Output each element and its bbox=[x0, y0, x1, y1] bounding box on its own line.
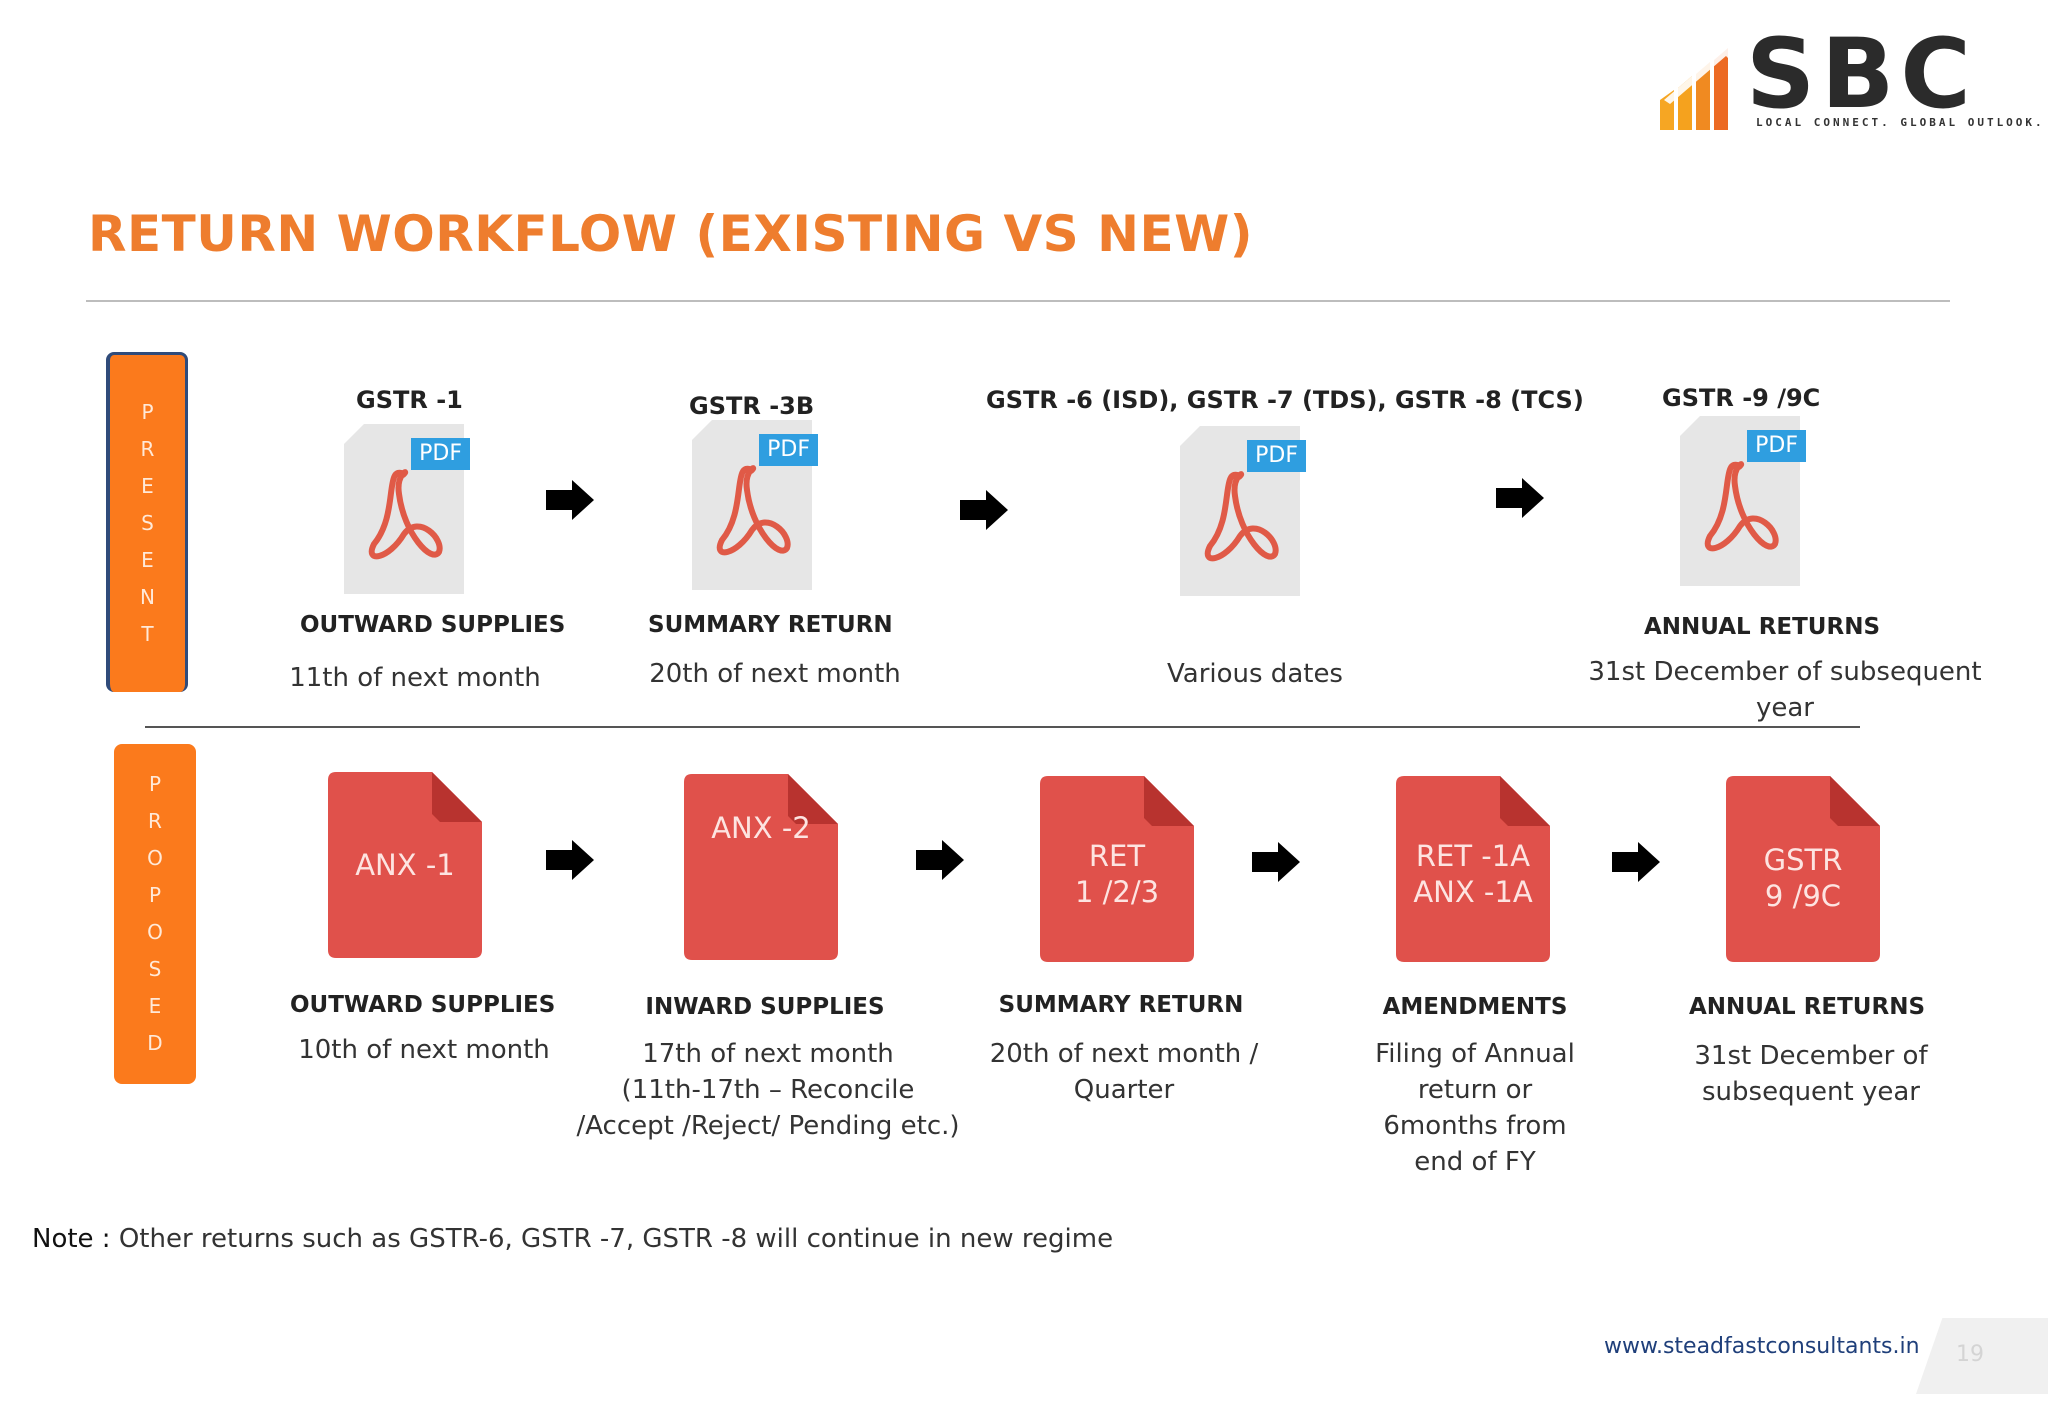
present-step-date: 11th of next month bbox=[289, 663, 541, 693]
present-letter: N bbox=[140, 585, 155, 609]
arrow-right-icon bbox=[546, 480, 594, 520]
footnote: Note : Other returns such as GSTR-6, GST… bbox=[32, 1224, 1113, 1254]
date-line: subsequent year bbox=[1702, 1077, 1920, 1107]
present-form-title: GSTR -9 /9C bbox=[1662, 384, 1821, 412]
pdf-file-icon: PDF bbox=[1180, 426, 1306, 596]
proposed-letter: S bbox=[148, 957, 162, 981]
return-form-icon: ANX -2 bbox=[684, 774, 838, 960]
proposed-step-date: 20th of next month / Quarter bbox=[974, 1036, 1274, 1108]
proposed-step-date: Filing of Annual return or 6months from … bbox=[1330, 1036, 1620, 1180]
present-form-title: GSTR -3B bbox=[689, 392, 815, 420]
proposed-step-date: 17th of next month (11th-17th – Reconcil… bbox=[568, 1036, 968, 1144]
arrow-right-icon bbox=[1612, 842, 1660, 882]
doc-label: RET bbox=[1088, 839, 1146, 873]
present-letter: T bbox=[141, 622, 154, 646]
arrow-right-icon bbox=[916, 840, 964, 880]
proposed-tab: P R O P O S E D bbox=[114, 744, 196, 1084]
present-letter: R bbox=[140, 437, 155, 461]
date-line: return or bbox=[1417, 1075, 1533, 1105]
present-form-title: GSTR -6 (ISD), GSTR -7 (TDS), GSTR -8 (T… bbox=[986, 386, 1584, 414]
proposed-step-heading: ANNUAL RETURNS bbox=[1688, 994, 1926, 1020]
proposed-step-heading: SUMMARY RETURN bbox=[998, 992, 1244, 1018]
doc-label: ANX -2 bbox=[711, 811, 811, 845]
date-line: /Accept /Reject/ Pending etc.) bbox=[576, 1111, 960, 1141]
present-step-heading: SUMMARY RETURN bbox=[648, 612, 893, 638]
title-divider bbox=[86, 300, 1950, 302]
return-form-icon: ANX -1 bbox=[328, 772, 482, 958]
pdf-file-icon: PDF bbox=[692, 420, 818, 590]
present-letter: E bbox=[141, 548, 154, 572]
present-step-date: Various dates bbox=[1167, 659, 1343, 689]
page-number: 19 bbox=[1956, 1342, 1984, 1367]
doc-label: 9 /9C bbox=[1764, 879, 1842, 913]
proposed-letter: O bbox=[147, 920, 163, 944]
present-form-title: GSTR -1 bbox=[356, 386, 463, 414]
present-letter: E bbox=[141, 474, 154, 498]
present-step-date: 20th of next month bbox=[649, 659, 901, 689]
date-line: 6months from bbox=[1383, 1111, 1567, 1141]
date-line: Filing of Annual bbox=[1375, 1039, 1575, 1069]
page-title: RETURN WORKFLOW (EXISTING VS NEW) bbox=[88, 205, 1254, 263]
pdf-badge: PDF bbox=[1247, 440, 1306, 472]
date-line: 10th of next month bbox=[298, 1035, 550, 1065]
proposed-letter: R bbox=[148, 809, 162, 833]
doc-label: 1 /2/3 bbox=[1074, 875, 1160, 909]
present-step-date: 31st December of subsequent year bbox=[1588, 657, 1982, 723]
note-text: Other returns such as GSTR-6, GSTR -7, G… bbox=[110, 1224, 1114, 1254]
present-step-heading: OUTWARD SUPPLIES bbox=[300, 612, 566, 638]
proposed-step-date: 31st December of subsequent year bbox=[1666, 1038, 1956, 1110]
website-link[interactable]: www.steadfastconsultants.in bbox=[1604, 1334, 1920, 1359]
proposed-letter: P bbox=[148, 772, 162, 796]
logo-bars-icon bbox=[1660, 36, 1740, 130]
note-label: Note : bbox=[32, 1224, 111, 1254]
present-letter: S bbox=[141, 511, 154, 535]
doc-label: ANX -1A bbox=[1413, 875, 1533, 909]
present-step-heading: ANNUAL RETURNS bbox=[1643, 614, 1881, 640]
pdf-badge: PDF bbox=[759, 434, 818, 466]
page-number-box: 19 bbox=[1916, 1318, 2048, 1394]
date-line: 20th of next month / bbox=[989, 1039, 1259, 1069]
sbc-logo: SBC LOCAL CONNECT. GLOBAL OUTLOOK. bbox=[1660, 24, 2042, 140]
proposed-step-heading: AMENDMENTS bbox=[1382, 994, 1568, 1020]
arrow-right-icon bbox=[546, 840, 594, 880]
proposed-letter: D bbox=[147, 1031, 163, 1055]
pdf-file-icon: PDF bbox=[344, 424, 470, 594]
proposed-letter: P bbox=[148, 883, 162, 907]
date-line: 17th of next month bbox=[642, 1039, 894, 1069]
doc-label: ANX -1 bbox=[355, 848, 455, 882]
proposed-step-heading: OUTWARD SUPPLIES bbox=[290, 992, 556, 1018]
date-line: Quarter bbox=[1073, 1075, 1175, 1105]
date-line: 31st December of bbox=[1694, 1041, 1928, 1071]
pdf-badge: PDF bbox=[1747, 430, 1806, 462]
date-line: end of FY bbox=[1414, 1147, 1536, 1177]
doc-label: RET -1A bbox=[1415, 839, 1531, 873]
present-letter: P bbox=[141, 400, 154, 424]
logo-tagline: LOCAL CONNECT. GLOBAL OUTLOOK. bbox=[1756, 116, 2045, 129]
logo-wordmark: SBC bbox=[1746, 18, 1977, 130]
proposed-step-heading: INWARD SUPPLIES bbox=[645, 994, 885, 1020]
arrow-right-icon bbox=[960, 490, 1008, 530]
arrow-right-icon bbox=[1496, 478, 1544, 518]
proposed-step-date: 10th of next month bbox=[284, 1032, 564, 1068]
proposed-letter: O bbox=[147, 846, 163, 870]
date-line: (11th-17th – Reconcile bbox=[621, 1075, 915, 1105]
present-tab: P R E S E N T bbox=[106, 352, 188, 692]
section-divider bbox=[145, 726, 1860, 728]
proposed-letter: E bbox=[148, 994, 162, 1018]
arrow-right-icon bbox=[1252, 842, 1300, 882]
pdf-file-icon: PDF bbox=[1680, 416, 1806, 586]
pdf-badge: PDF bbox=[411, 438, 470, 470]
doc-label: GSTR bbox=[1763, 843, 1843, 877]
